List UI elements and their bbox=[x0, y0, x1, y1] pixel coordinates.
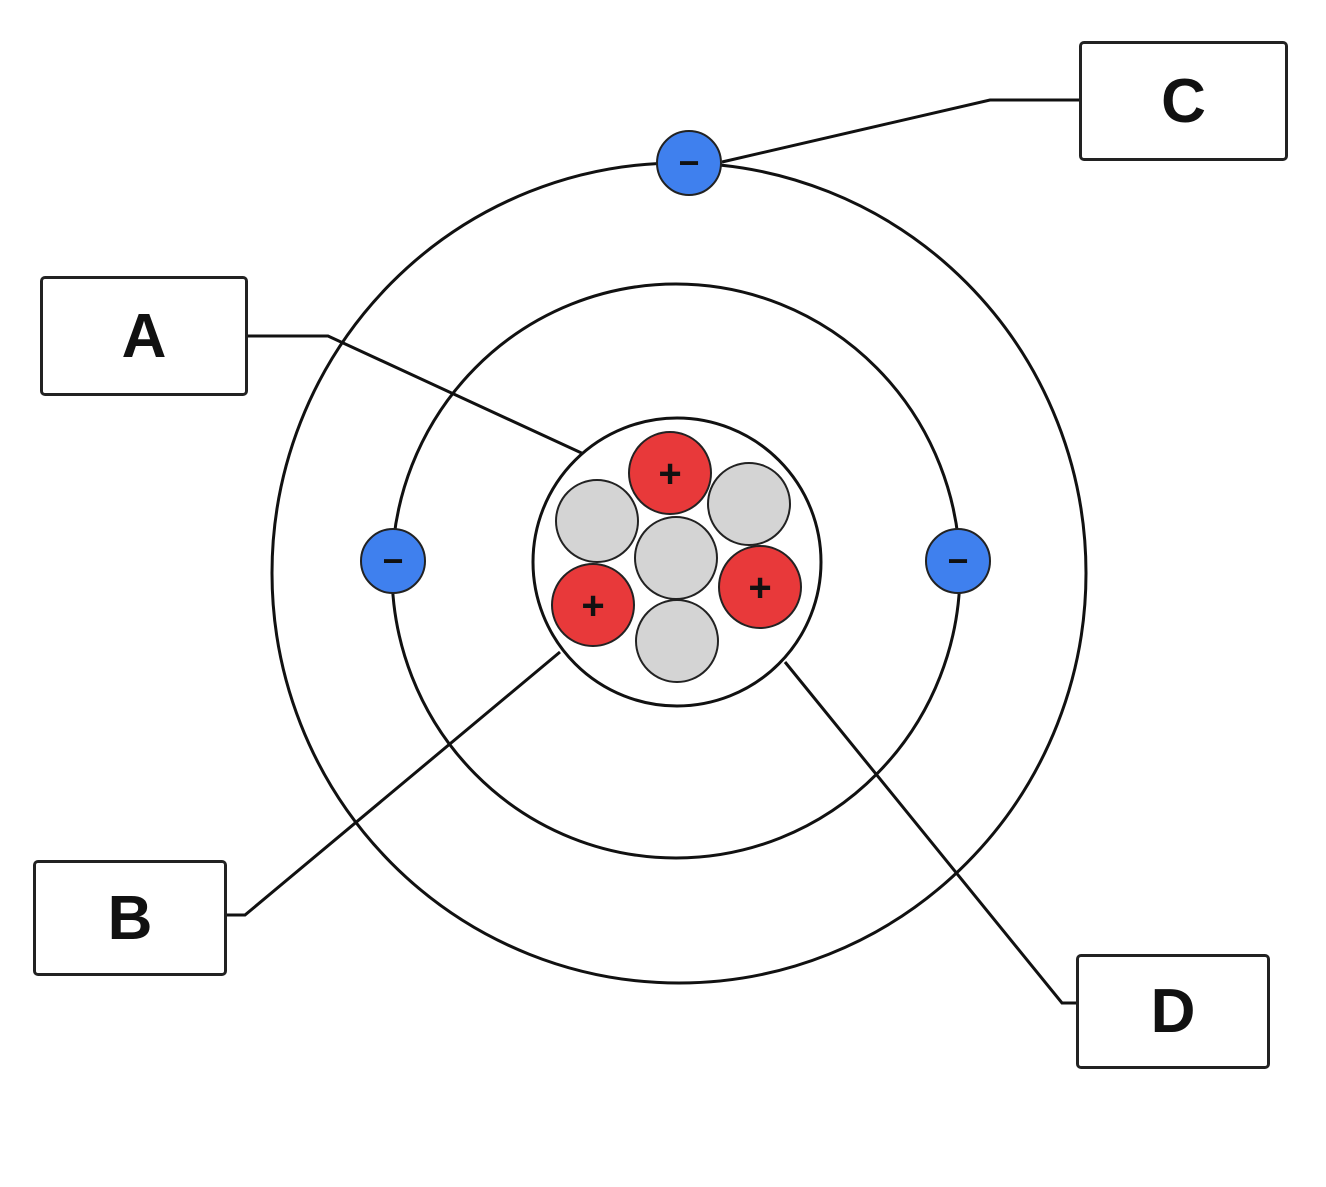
leader-line-c bbox=[721, 98, 1079, 164]
leader-line-d bbox=[783, 661, 1076, 1005]
neutron bbox=[634, 516, 718, 600]
electron-sign: − bbox=[382, 540, 403, 581]
electron-sign: − bbox=[678, 142, 699, 183]
leader-line-a bbox=[248, 334, 641, 482]
neutron bbox=[707, 462, 791, 546]
electron: − bbox=[925, 528, 991, 594]
label-box-c: C bbox=[1079, 41, 1288, 161]
electron: − bbox=[360, 528, 426, 594]
label-box-a: A bbox=[40, 276, 248, 396]
proton: + bbox=[718, 545, 802, 629]
leader-line-b bbox=[227, 650, 561, 917]
electron: − bbox=[656, 130, 722, 196]
label-box-b: B bbox=[33, 860, 227, 976]
neutron bbox=[635, 599, 719, 683]
neutron bbox=[555, 479, 639, 563]
proton: + bbox=[551, 563, 635, 647]
proton-sign: + bbox=[658, 452, 681, 496]
proton: + bbox=[628, 431, 712, 515]
proton-sign: + bbox=[581, 584, 604, 628]
proton-sign: + bbox=[748, 566, 771, 610]
label-box-d: D bbox=[1076, 954, 1270, 1069]
electron-sign: − bbox=[947, 540, 968, 581]
